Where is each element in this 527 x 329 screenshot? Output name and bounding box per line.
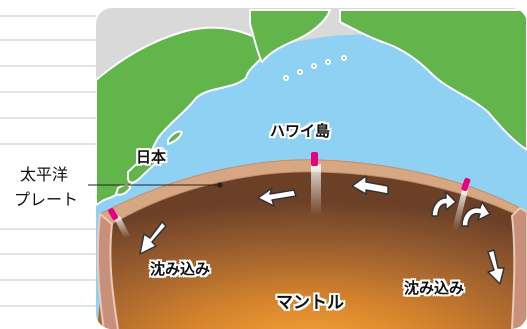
mantle [96, 165, 527, 329]
subducting-slab-left [96, 212, 120, 329]
subducting-slab-right [510, 206, 527, 329]
right-plume [452, 190, 468, 230]
arrow-curve-2 [461, 201, 491, 227]
pacific-plate-label-line1: 太平洋 [20, 165, 69, 184]
arrow-left-1 [257, 187, 297, 207]
arrow-down-right [487, 249, 505, 285]
arrow-left-2 [351, 175, 389, 195]
left-plume [114, 216, 130, 238]
land-masses [96, 9, 527, 206]
hawaii-label: ハワイ島 [270, 122, 331, 140]
volcanoes [108, 152, 471, 220]
left-volcano [108, 208, 118, 220]
japan-label: 日本 [136, 148, 167, 166]
arrow-curve-1 [431, 191, 457, 217]
convection-arrows [139, 175, 505, 285]
subduction-label-left: 沈み込み [150, 260, 211, 278]
mantle-label: マントル [276, 293, 344, 313]
plate-pointer [88, 182, 223, 188]
right-volcano [461, 177, 471, 192]
pacific-plate-label-line2: プレート [14, 190, 79, 209]
subduction-label-right: 沈み込み [404, 279, 465, 297]
hawaii-plume [311, 164, 321, 216]
arrow-down-left [139, 221, 167, 255]
ruled-lines [0, 15, 96, 307]
hawaii-volcano [311, 152, 318, 166]
